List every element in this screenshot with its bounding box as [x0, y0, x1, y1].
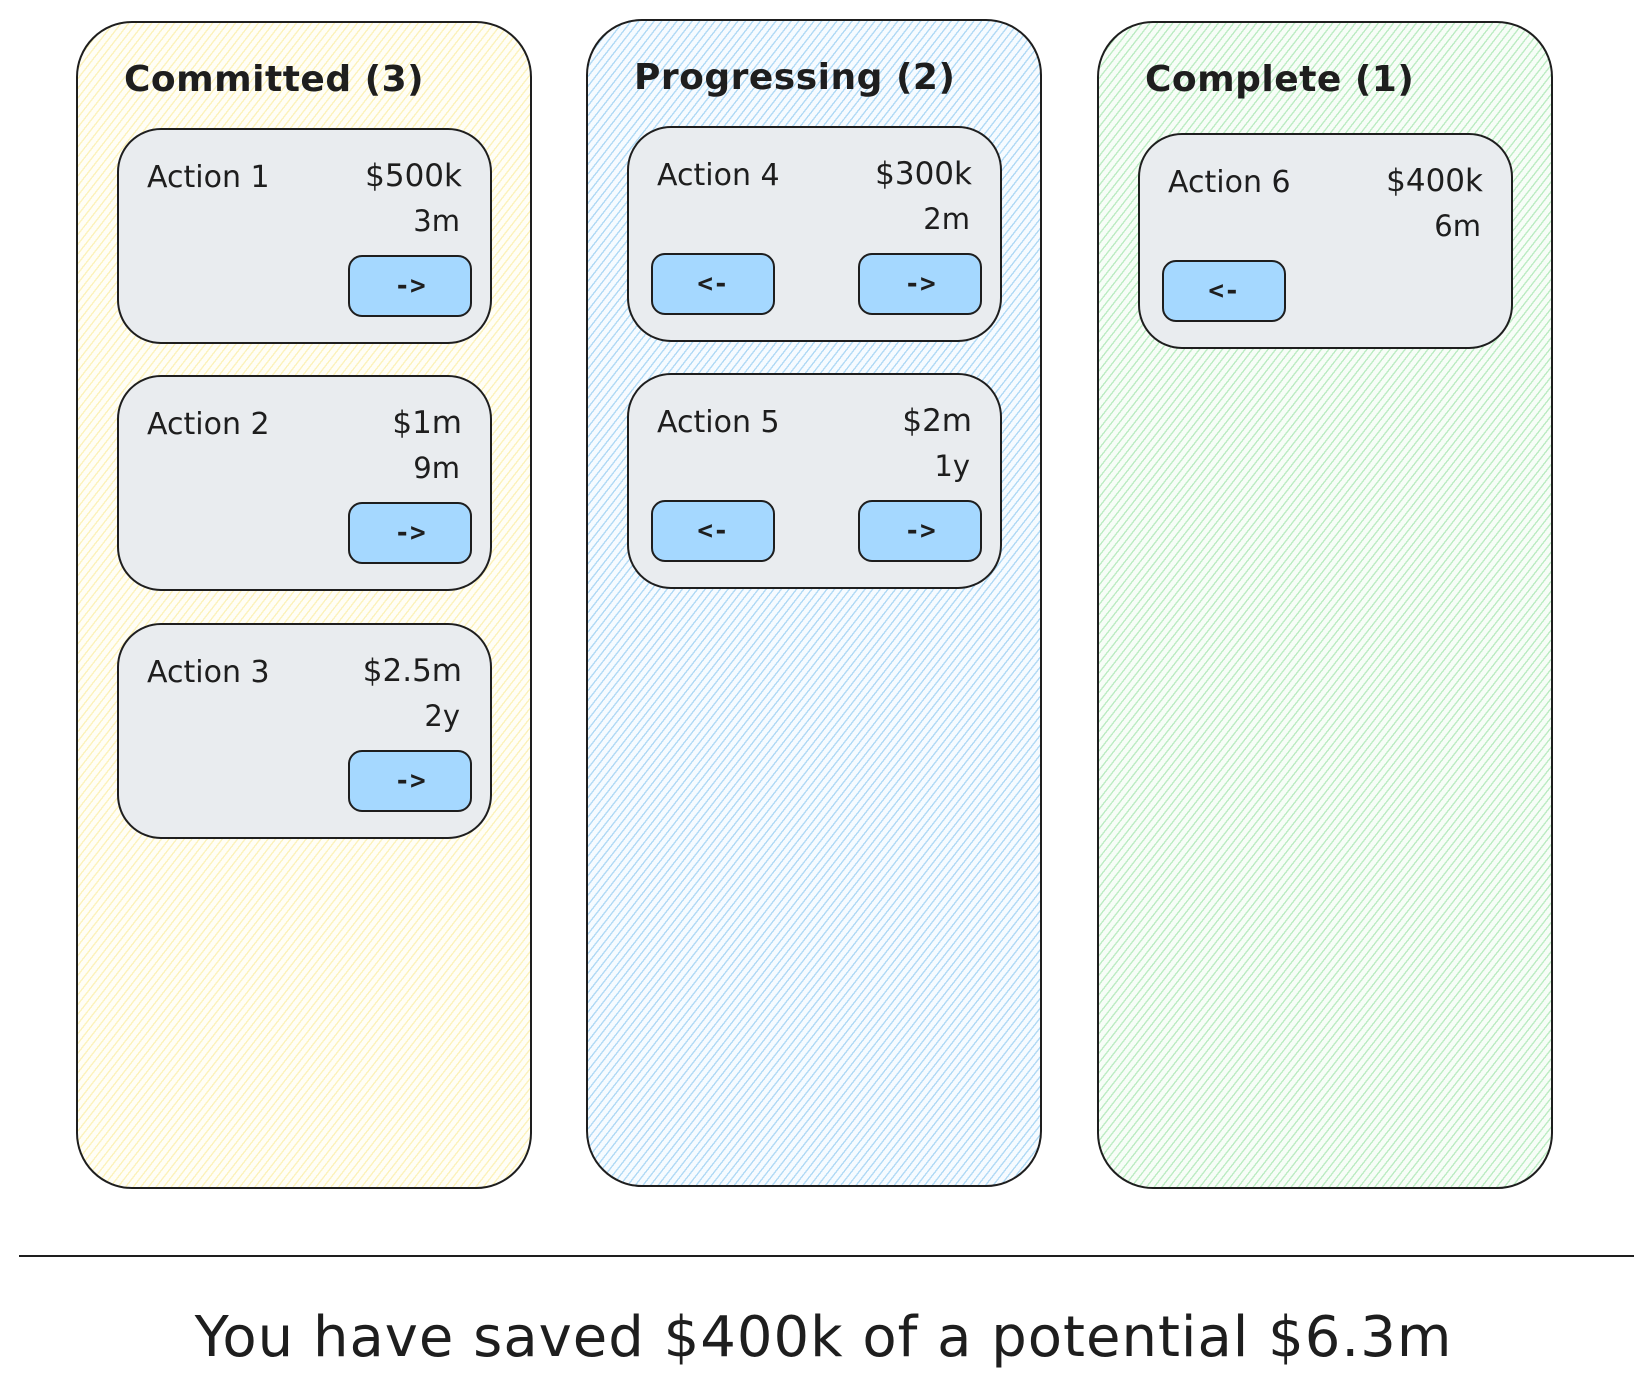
action-card[interactable]: Action 2 $1m 9m -> [117, 375, 492, 591]
action-name: Action 1 [147, 160, 270, 195]
action-name: Action 6 [1168, 165, 1291, 200]
action-name: Action 5 [657, 405, 780, 440]
column-title: Complete (1) [1145, 59, 1415, 100]
move-right-button[interactable]: -> [858, 500, 982, 562]
column-progressing: Progressing (2) Action 4 $300k 2m <- -> … [586, 19, 1042, 1187]
action-card[interactable]: Action 6 $400k 6m <- [1138, 133, 1513, 349]
action-duration: 2y [424, 699, 460, 733]
column-committed: Committed (3) Action 1 $500k 3m -> Actio… [76, 21, 532, 1189]
savings-summary: You have saved $400k of a potential $6.3… [194, 1305, 1453, 1370]
action-card[interactable]: Action 5 $2m 1y <- -> [627, 373, 1002, 589]
divider [19, 1255, 1634, 1257]
column-title: Progressing (2) [634, 57, 956, 98]
action-name: Action 2 [147, 407, 270, 442]
move-left-button[interactable]: <- [651, 500, 775, 562]
action-card[interactable]: Action 1 $500k 3m -> [117, 128, 492, 344]
action-value: $300k [875, 156, 972, 192]
move-right-button[interactable]: -> [348, 502, 472, 564]
column-complete: Complete (1) Action 6 $400k 6m <- [1097, 21, 1553, 1189]
action-card[interactable]: Action 3 $2.5m 2y -> [117, 623, 492, 839]
action-name: Action 4 [657, 158, 780, 193]
action-duration: 1y [934, 449, 970, 483]
action-duration: 9m [413, 451, 460, 485]
action-value: $2.5m [362, 653, 462, 689]
action-value: $1m [392, 405, 462, 441]
move-left-button[interactable]: <- [651, 253, 775, 315]
action-duration: 2m [923, 202, 970, 236]
column-title: Committed (3) [124, 59, 425, 100]
action-card[interactable]: Action 4 $300k 2m <- -> [627, 126, 1002, 342]
action-duration: 3m [413, 204, 460, 238]
action-name: Action 3 [147, 655, 270, 690]
move-right-button[interactable]: -> [348, 255, 472, 317]
move-left-button[interactable]: <- [1162, 260, 1286, 322]
move-right-button[interactable]: -> [348, 750, 472, 812]
action-value: $400k [1386, 163, 1483, 199]
action-value: $2m [902, 403, 972, 439]
action-value: $500k [365, 158, 462, 194]
action-duration: 6m [1434, 209, 1481, 243]
move-right-button[interactable]: -> [858, 253, 982, 315]
